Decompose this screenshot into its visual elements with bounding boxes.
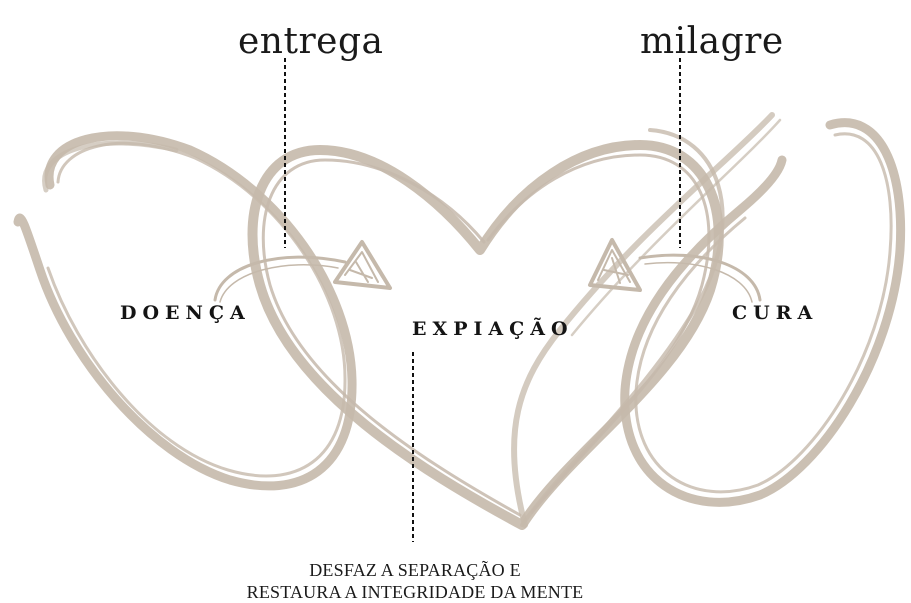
label-doenca: DOENÇA xyxy=(120,302,251,324)
label-expiacao: EXPIAÇÃO xyxy=(412,318,574,340)
left-loop-stroke xyxy=(13,131,357,491)
center-heart-stroke xyxy=(247,128,725,530)
label-milagre: milagre xyxy=(640,21,784,62)
label-entrega: entrega xyxy=(238,21,384,62)
right-arrow xyxy=(588,238,762,303)
caption-line-1: DESFAZ A SEPARAÇÃO E xyxy=(309,560,521,580)
label-cura: CURA xyxy=(732,302,819,324)
right-loop-stroke xyxy=(511,112,906,528)
caption-line-2: RESTAURA A INTEGRIDADE DA MENTE xyxy=(246,582,584,602)
left-arrow xyxy=(213,240,392,303)
